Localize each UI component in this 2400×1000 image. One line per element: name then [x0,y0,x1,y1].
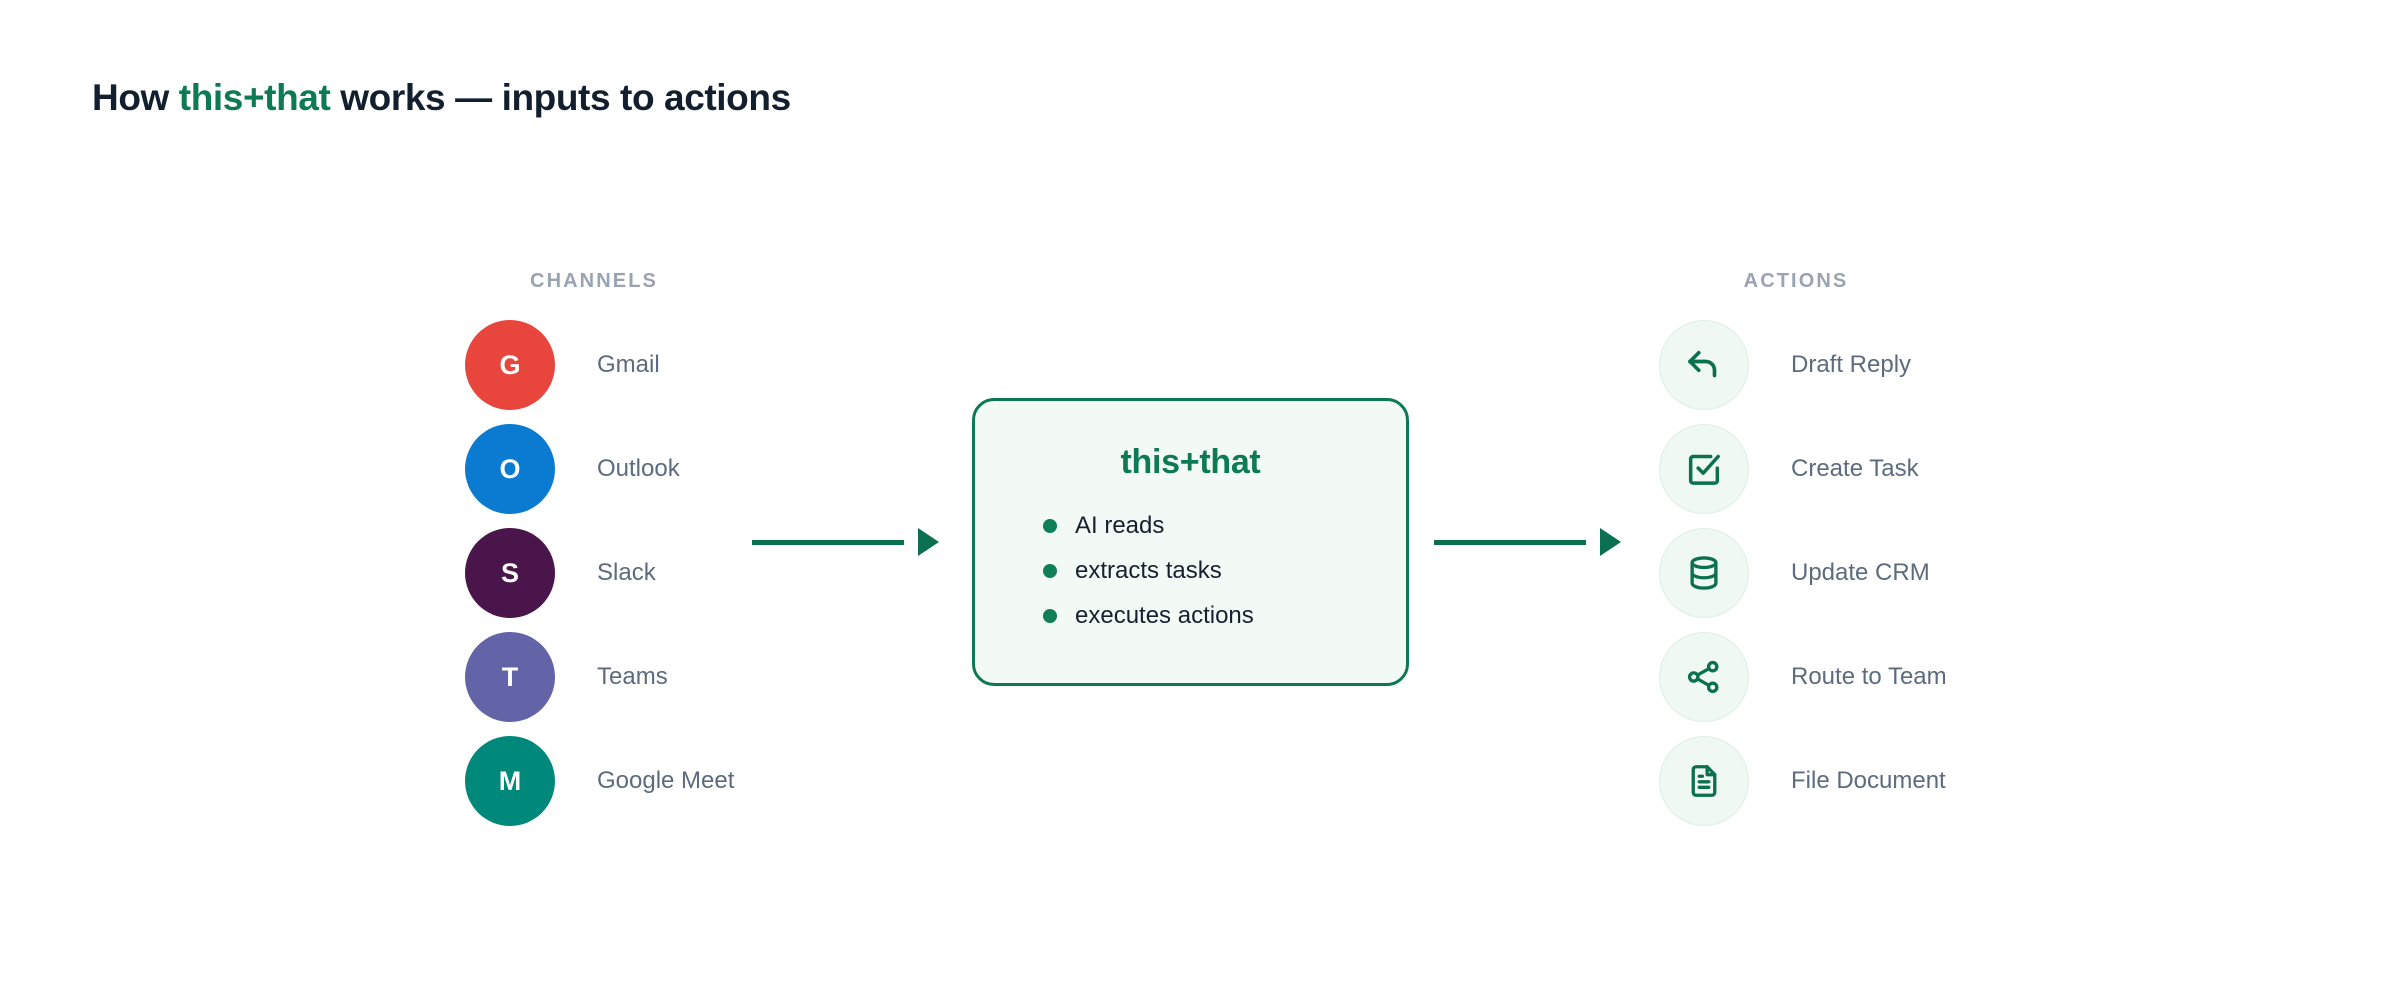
channel-label-teams: Teams [597,663,668,690]
document-icon [1659,736,1749,826]
gmail-badge-initial: G [499,349,521,380]
teams-badge-initial: T [501,661,519,692]
action-item-draft-reply[interactable]: Draft Reply [1659,320,2299,410]
action-label-file-document: File Document [1791,767,1946,794]
page-title-suffix: works — inputs to actions [330,77,791,118]
gmail-badge: G [465,320,555,410]
engine-step-label: extracts tasks [1075,557,1222,584]
bullet-dot-icon [1043,564,1057,578]
outlook-badge: O [465,424,555,514]
channel-item-teams[interactable]: T Teams [465,632,885,722]
action-label-update-crm: Update CRM [1791,559,1930,586]
share-nodes-icon [1659,632,1749,722]
channel-item-gmail[interactable]: G Gmail [465,320,885,410]
google-meet-badge-initial: M [498,765,522,796]
actions-list: Draft Reply Create Task Update CRM [1659,320,2299,840]
page-title: How this+that works — inputs to actions [92,77,791,119]
channel-label-slack: Slack [597,559,656,586]
checkbox-check-icon [1659,424,1749,514]
page-title-prefix: How [92,77,179,118]
channels-column-header: CHANNELS [530,270,658,292]
engine-step-item: executes actions [1043,602,1406,630]
channel-item-slack[interactable]: S Slack [465,528,885,618]
action-item-file-document[interactable]: File Document [1659,736,2299,826]
bullet-dot-icon [1043,519,1057,533]
reply-arrow-icon [1659,320,1749,410]
channel-label-gmail: Gmail [597,351,660,378]
engine-step-label: AI reads [1075,512,1165,539]
database-icon [1659,528,1749,618]
engine-card-title: this+that [1120,443,1261,481]
arrow-head-icon [918,528,939,556]
action-label-route-to-team: Route to Team [1791,663,1947,690]
action-item-create-task[interactable]: Create Task [1659,424,2299,514]
arrow-line [1434,539,1586,545]
slack-badge-initial: S [500,557,519,588]
action-label-draft-reply: Draft Reply [1791,351,1912,378]
google-meet-badge: M [465,736,555,826]
arrow-head-icon [1600,528,1621,556]
engine-card: this+that AI reads extracts tasks execut… [972,398,1409,686]
teams-badge: T [465,632,555,722]
engine-steps-list: AI reads extracts tasks executes actions [1043,512,1406,630]
action-item-update-crm[interactable]: Update CRM [1659,528,2299,618]
channels-list: G Gmail O Outlook S Slack T Teams M Goog… [465,320,885,840]
channel-label-google-meet: Google Meet [597,767,735,794]
arrow-engine-to-actions [1434,528,1621,556]
actions-column-header: ACTIONS [1743,270,1849,292]
channel-item-google-meet[interactable]: M Google Meet [465,736,885,826]
channel-label-outlook: Outlook [597,455,680,482]
bullet-dot-icon [1043,609,1057,623]
action-label-create-task: Create Task [1791,455,1919,482]
engine-step-label: executes actions [1075,602,1254,629]
engine-step-item: extracts tasks [1043,557,1406,585]
action-item-route-to-team[interactable]: Route to Team [1659,632,2299,722]
arrow-line [752,539,904,545]
arrow-channels-to-engine [752,528,939,556]
slack-badge: S [465,528,555,618]
page-title-brand: this+that [178,77,331,118]
channel-item-outlook[interactable]: O Outlook [465,424,885,514]
outlook-badge-initial: O [499,453,521,484]
engine-step-item: AI reads [1043,512,1406,540]
